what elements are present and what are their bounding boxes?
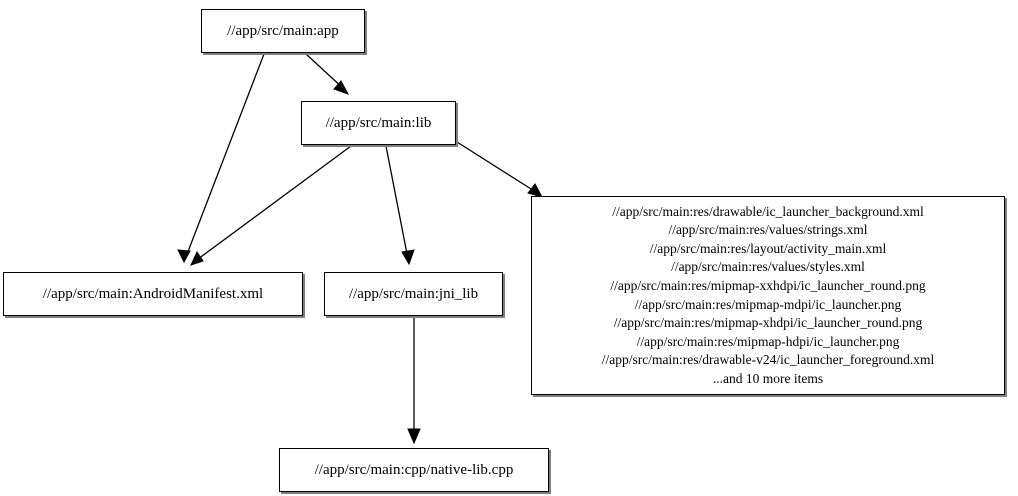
graph-edge-app-to-android-manifest xyxy=(177,53,265,264)
graph-edge-app-to-lib xyxy=(305,53,350,95)
graph-node-jni_lib[interactable]: //app/src/main:jni_lib xyxy=(324,272,503,316)
graph-node-android_manifest[interactable]: //app/src/main:AndroidManifest.xml xyxy=(3,272,303,316)
graph-node-app[interactable]: //app/src/main:app xyxy=(201,9,365,53)
edge-arrowhead xyxy=(401,249,415,266)
edge-arrowhead xyxy=(407,428,421,445)
graph-node-res_group[interactable]: //app/src/main:res/drawable/ic_launcher_… xyxy=(531,196,1005,395)
edge-arrowhead xyxy=(333,80,350,95)
graph-node-label: //app/src/main:lib xyxy=(325,114,432,131)
graph-node-lib[interactable]: //app/src/main:lib xyxy=(301,101,456,145)
graph-edge-lib-to-android-manifest xyxy=(190,145,352,266)
edge-line xyxy=(385,145,409,260)
edge-arrowhead xyxy=(190,250,204,266)
graph-node-label: //app/src/main:cpp/native-lib.cpp xyxy=(314,461,514,478)
edge-line xyxy=(193,145,352,263)
graph-node-label: //app/src/main:jni_lib xyxy=(348,285,479,302)
edge-line xyxy=(456,141,540,195)
graph-edge-lib-to-jni-lib xyxy=(385,145,415,266)
graph-node-label: //app/src/main:res/drawable/ic_launcher_… xyxy=(601,203,935,386)
graph-node-native_lib[interactable]: //app/src/main:cpp/native-lib.cpp xyxy=(279,448,549,492)
graph-edge-lib-to-res-group xyxy=(456,141,544,198)
edge-line xyxy=(183,53,265,263)
graph-node-label: //app/src/main:app xyxy=(227,22,339,39)
edge-line xyxy=(305,53,346,91)
graph-edge-jni-lib-to-native-lib xyxy=(407,317,421,445)
edge-arrowhead xyxy=(177,249,191,264)
graph-node-label: //app/src/main:AndroidManifest.xml xyxy=(42,285,264,302)
